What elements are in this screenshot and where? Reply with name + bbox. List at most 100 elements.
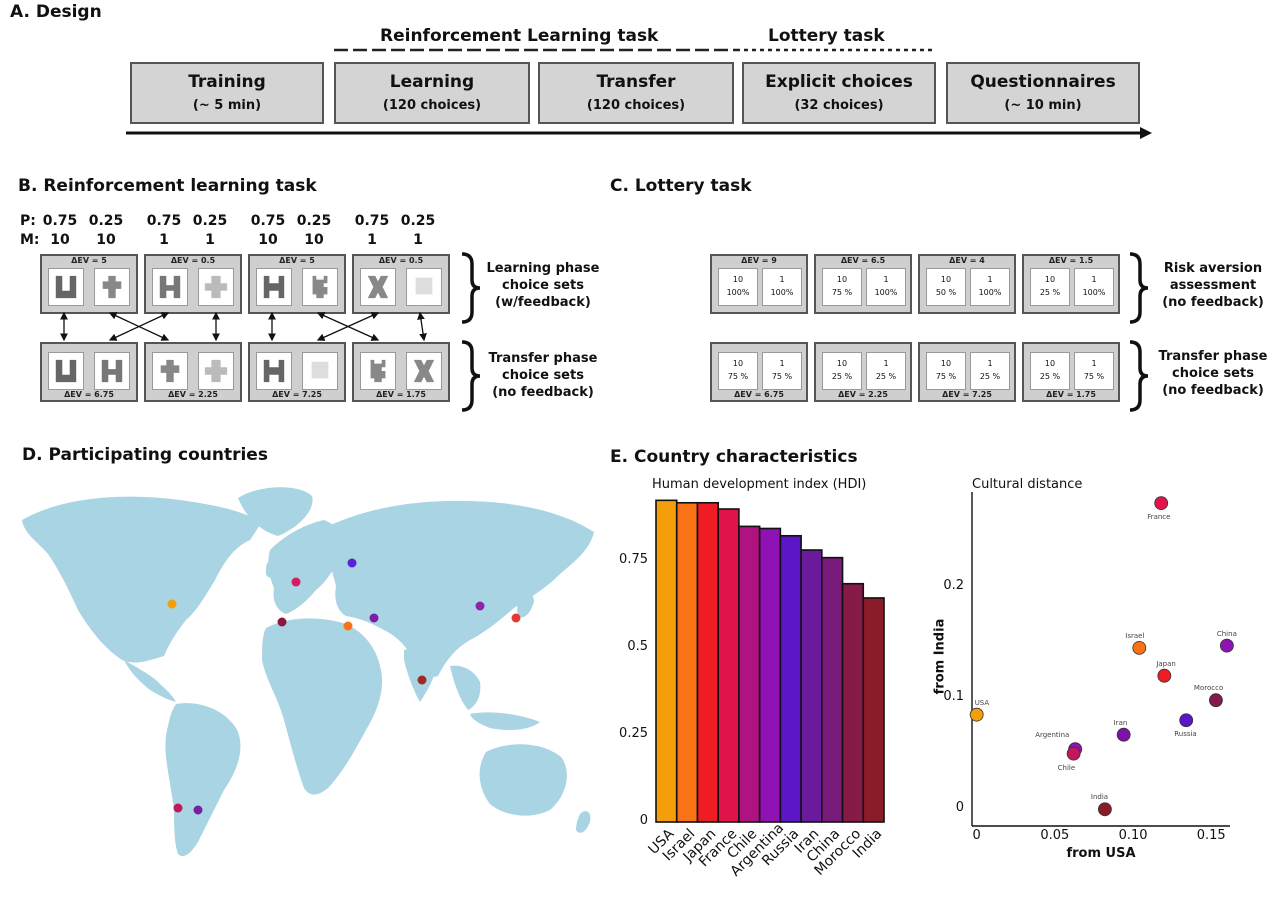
symbol-glyph-icon [102, 275, 122, 299]
symbol-glyph-icon [160, 359, 180, 383]
label-line: choice sets [502, 368, 584, 383]
scatter-point-label: Argentina [1035, 731, 1070, 740]
delta-ev-label: ΔEV = 5 [71, 256, 107, 265]
se-asia-shape [450, 665, 481, 710]
lottery-probability: 25 % [875, 372, 897, 381]
delta-ev-label: ΔEV = 1.75 [1046, 390, 1096, 399]
hdi-bar [675, 501, 699, 823]
hdi-y-tick: 0.25 [619, 726, 648, 742]
symbol-glyph-icon [55, 359, 77, 383]
lottery-magnitude: 1 [987, 359, 993, 368]
m-value: 1 [205, 232, 215, 248]
scatter-x-tick: 0.05 [1040, 828, 1070, 843]
p-value: 0.75 [42, 213, 78, 229]
lottery-probability: 75 % [727, 372, 749, 381]
symbol-glyph-icon [367, 275, 389, 299]
hdi-y-tick: 0.5 [627, 639, 648, 655]
country-marker-iran [369, 613, 379, 623]
country-marker-chile [173, 803, 183, 813]
risk-aversion-label: Risk aversion assessment (no feedback) [1150, 260, 1276, 311]
rl-choice-set: ΔEV = 5 [248, 254, 346, 314]
p-value: 0.25 [88, 213, 124, 229]
stimulus-symbol [94, 352, 130, 390]
delta-ev-label: ΔEV = 2.25 [838, 390, 888, 399]
lottery-magnitude: 1 [987, 275, 993, 284]
rl-choice-set: ΔEV = 5 [40, 254, 138, 314]
symbol-glyph-icon [204, 359, 228, 383]
stage-questionnaires: Questionnaires (~ 10 min) [946, 62, 1140, 124]
scatter-point-china [1219, 638, 1234, 653]
label-line: (no feedback) [492, 385, 594, 400]
label-line: Transfer phase [488, 351, 598, 366]
stimulus-symbol [406, 268, 442, 306]
delta-ev-label: ΔEV = 0.5 [378, 256, 424, 265]
label-line: Learning phase [486, 261, 600, 276]
scatter-point-label: India [1090, 793, 1109, 802]
delta-ev-label: ΔEV = 6.75 [734, 390, 784, 399]
scatter-x-tick: 0.15 [1196, 828, 1226, 843]
lottery-task-label: Lottery task [768, 26, 885, 46]
scatter-x-tick: 0.10 [1118, 828, 1148, 843]
scatter-point-israel [1132, 640, 1147, 655]
delta-ev-label: ΔEV = 9 [741, 256, 777, 265]
uk-shape [266, 559, 279, 578]
delta-ev-label: ΔEV = 2.25 [168, 390, 218, 399]
rl-choice-set: ΔEV = 2.25 [144, 342, 242, 402]
m-label: M: [20, 232, 40, 248]
country-marker-china [475, 601, 485, 611]
stage-learning: Learning (120 choices) [334, 62, 530, 124]
delta-ev-label: ΔEV = 5 [279, 256, 315, 265]
greenland-shape [238, 487, 313, 536]
stimulus-symbol [302, 352, 338, 390]
lottery-magnitude: 1 [883, 275, 889, 284]
hdi-chart-title: Human development index (HDI) [652, 477, 867, 492]
south-america-shape [165, 703, 241, 857]
brace-lines [461, 252, 1149, 412]
rl-choice-set: ΔEV = 6.75 [40, 342, 138, 402]
stimulus-symbol [48, 352, 84, 390]
scatter-point-russia [1179, 713, 1194, 728]
panel-b-title: B. Reinforcement learning task [18, 176, 317, 196]
hdi-bar [800, 549, 823, 823]
lottery-magnitude: 10 [1044, 275, 1056, 284]
delta-ev-label: ΔEV = 6.75 [64, 390, 114, 399]
country-marker-morocco [277, 617, 287, 627]
scatter-point-label: Israel [1125, 631, 1145, 640]
europe-shape [268, 520, 343, 614]
stimulus-symbol [360, 268, 396, 306]
scatter-chart-title: Cultural distance [972, 477, 1083, 492]
hdi-bar [738, 525, 761, 823]
lottery-magnitude: 10 [732, 275, 744, 284]
p-value: 0.25 [400, 213, 436, 229]
hdi-bar [696, 501, 719, 823]
stimulus-symbol [302, 268, 338, 306]
country-marker-russia [347, 558, 357, 568]
lottery-probability: 100% [1082, 288, 1106, 297]
hdi-bar [821, 556, 844, 823]
rl-choice-set: ΔEV = 1.75 [352, 342, 450, 402]
hdi-y-tick: 0 [639, 813, 648, 828]
label-line: Risk aversion [1163, 261, 1263, 276]
lottery-magnitude: 10 [940, 359, 952, 368]
lottery-probability: 100% [978, 288, 1002, 297]
hdi-bar [779, 534, 802, 823]
stimulus-symbol [152, 352, 188, 390]
stage-title: Training [188, 72, 266, 92]
islands-shape [470, 712, 540, 730]
north-america-shape [22, 496, 262, 663]
scatter-point-label: Russia [1174, 730, 1197, 739]
lottery-magnitude: 10 [940, 275, 952, 284]
country-marker-israel [343, 621, 353, 631]
panel-e-title: E. Country characteristics [610, 447, 858, 467]
p-value: 0.25 [192, 213, 228, 229]
symbol-glyph-icon [159, 275, 181, 299]
